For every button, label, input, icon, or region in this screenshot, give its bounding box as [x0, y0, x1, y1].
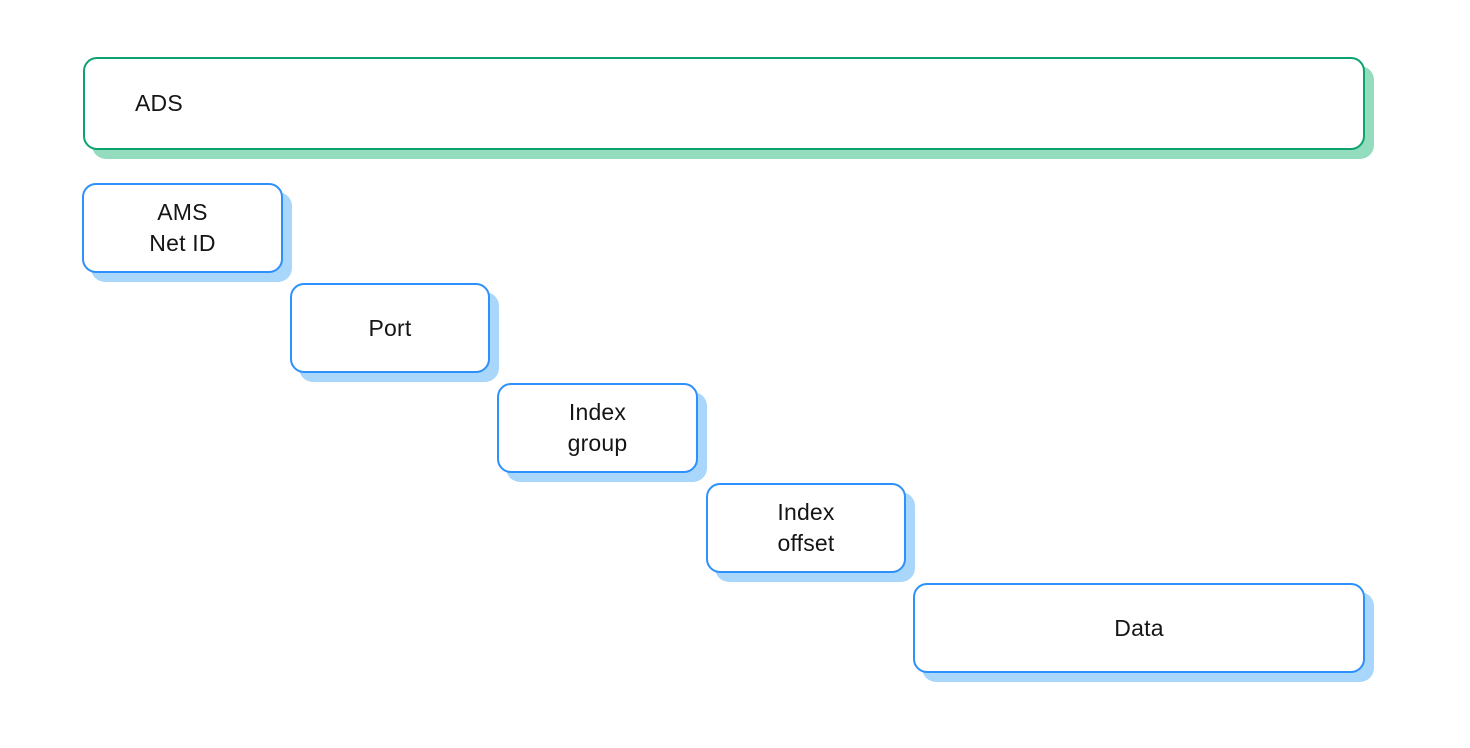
ams-net-id-box: AMS Net ID	[82, 183, 283, 273]
index-offset-box: Index offset	[706, 483, 906, 573]
data-box: Data	[913, 583, 1365, 673]
port-box: Port	[290, 283, 490, 373]
ams-net-id-label: AMS Net ID	[149, 199, 216, 256]
index-offset-label: Index offset	[777, 499, 835, 556]
index-group-label: Index group	[567, 399, 628, 456]
ads-label: ADS	[135, 90, 183, 116]
ads-box: ADS	[83, 57, 1365, 150]
data-label: Data	[1114, 614, 1164, 641]
index-group-box: Index group	[497, 383, 698, 473]
port-label: Port	[368, 314, 412, 341]
